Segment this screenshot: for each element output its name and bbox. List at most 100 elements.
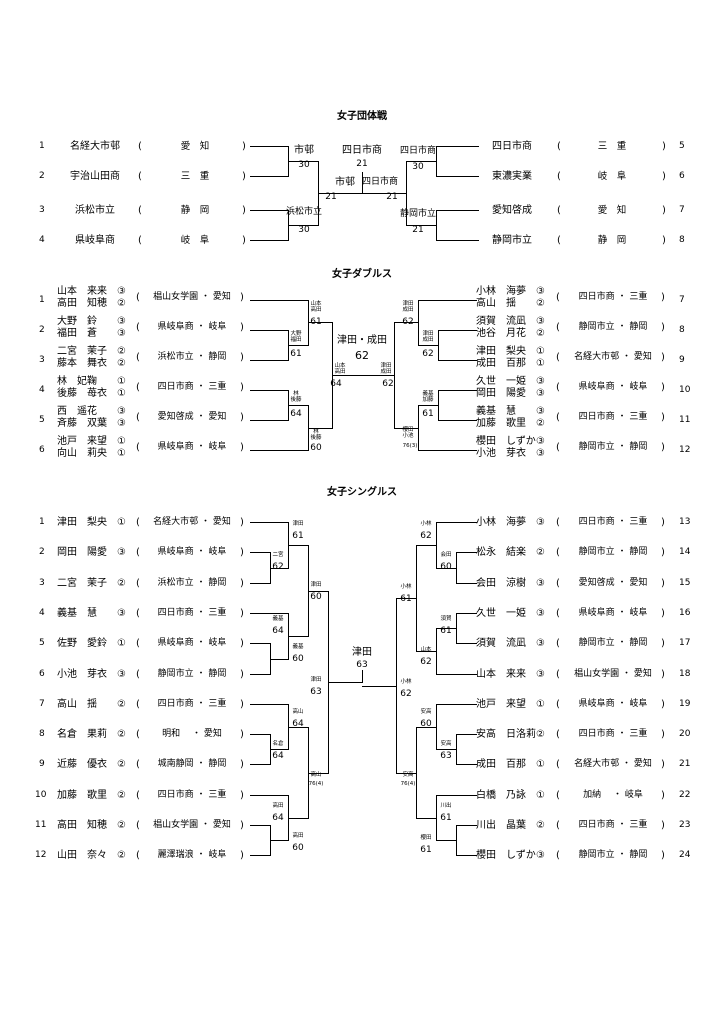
bracket-line (250, 674, 271, 675)
singles-seed-number: 12 (35, 850, 47, 861)
paren: ( (556, 759, 560, 771)
bracket-line (250, 855, 271, 856)
team-name: 宇治山田商 (70, 171, 120, 182)
bracket-line (250, 176, 289, 177)
singles-seed-number: 14 (679, 547, 691, 558)
singles-player: 白橋 乃詠 (476, 789, 526, 801)
bracket-line (250, 825, 271, 826)
doubles-player: 斉藤 双葉 (57, 418, 107, 429)
team-name: 四日市商 (492, 141, 532, 152)
paren: ( (136, 352, 140, 363)
team-name: 県岐阜商 (75, 235, 115, 246)
grade-mark: ③ (117, 316, 126, 327)
singles-winner: 津田 (310, 582, 322, 588)
team-final-left: 市邨 (335, 177, 355, 188)
singles-player: 会田 涼樹 (476, 577, 526, 589)
paren: ( (136, 322, 140, 333)
paren: ) (661, 412, 665, 423)
paren: ( (138, 205, 142, 216)
grade-mark: ② (117, 789, 126, 801)
grade-mark: ① (536, 698, 545, 710)
bracket-line (418, 300, 477, 301)
singles-affiliation: 静岡市立 ・ 静岡 (578, 638, 648, 649)
paren: ( (136, 820, 140, 831)
doubles-affiliation: 浜松市立 ・ 静岡 (157, 352, 227, 362)
grade-mark: ③ (117, 328, 126, 339)
singles-score: 61 (420, 845, 432, 855)
doubles-player: 池谷 月花 (476, 328, 526, 339)
singles-score: 64 (272, 813, 284, 823)
grade-mark: ③ (536, 388, 545, 399)
bracket-line (250, 300, 309, 301)
grade-mark: ② (117, 729, 126, 741)
bracket-line (436, 704, 477, 705)
singles-score: 60 (292, 843, 304, 853)
paren: ) (240, 322, 244, 333)
doubles-seed-number: 10 (679, 385, 691, 395)
singles-player: 二宮 茉子 (57, 577, 107, 589)
doubles-player: 高田 知穂 (57, 298, 107, 309)
paren: ( (136, 292, 140, 303)
singles-winner: 安高 (420, 709, 432, 715)
paren: ) (661, 789, 665, 801)
bracket-line (456, 825, 477, 826)
bracket-line (250, 704, 289, 705)
grade-mark: ② (117, 850, 126, 862)
bracket-line (362, 686, 397, 687)
doubles-final-left: 高田 (334, 369, 346, 375)
bracket-line (362, 670, 363, 683)
bracket-line (406, 225, 437, 226)
bracket-line (436, 176, 479, 177)
doubles-affiliation: 県岐阜商 ・ 岐阜 (578, 382, 648, 392)
singles-score: 61 (292, 531, 304, 541)
paren: ( (557, 171, 561, 182)
doubles-affiliation: 椙山女学園 ・ 愛知 (153, 292, 231, 302)
singles-affiliation: 四日市商 ・ 三重 (157, 698, 227, 709)
paren: ) (242, 205, 246, 216)
bracket-line (436, 674, 477, 675)
paren: ( (556, 668, 560, 680)
singles-affiliation: 城南静岡 ・ 静岡 (157, 759, 227, 770)
doubles-seed-number: 7 (679, 295, 685, 305)
doubles-seed-number: 3 (39, 355, 45, 365)
paren: ) (240, 517, 244, 528)
grade-mark: ① (117, 388, 126, 399)
singles-affiliation: 四日市商 ・ 三重 (157, 607, 227, 618)
doubles-winner: 山本 (310, 301, 322, 307)
doubles-winner: 林 (293, 391, 299, 397)
paren: ) (661, 729, 665, 741)
grade-mark: ② (536, 820, 545, 831)
singles-champion-score: 63 (356, 660, 368, 670)
singles-affiliation: 麗澤瑞浪 ・ 岐阜 (157, 850, 227, 861)
doubles-winner: 高田 (310, 307, 322, 313)
doubles-winner: 義基 (422, 391, 434, 397)
grade-mark: ① (117, 448, 126, 459)
paren: ( (556, 292, 560, 303)
singles-player: 加藤 歌里 (57, 789, 107, 801)
singles-seed-number: 15 (679, 577, 691, 588)
bracket-line (416, 727, 437, 728)
grade-mark: ③ (536, 286, 545, 297)
team-prefecture: 愛 知 (180, 141, 210, 152)
doubles-score: 64 (330, 379, 342, 389)
singles-player: 近藤 優衣 (57, 759, 107, 771)
doubles-score: 62 (382, 379, 394, 389)
doubles-final-right: 津田 (380, 363, 392, 369)
paren: ( (556, 517, 560, 528)
paren: ( (556, 607, 560, 619)
paren: ) (661, 850, 665, 862)
paren: ( (136, 759, 140, 771)
singles-seed-number: 5 (39, 638, 45, 649)
singles-player: 小池 芽衣 (57, 668, 107, 680)
doubles-player: 藤本 舞衣 (57, 358, 107, 369)
team-name: 浜松市立 (75, 205, 115, 216)
singles-seed-number: 22 (679, 789, 691, 800)
doubles-winner: 林 (313, 429, 319, 435)
paren: ) (240, 789, 244, 801)
grade-mark: ① (536, 358, 545, 369)
grade-mark: ③ (117, 418, 126, 429)
doubles-seed-number: 1 (39, 295, 45, 305)
singles-seed-number: 11 (35, 820, 47, 830)
paren: ( (136, 789, 140, 801)
paren: ) (661, 517, 665, 528)
